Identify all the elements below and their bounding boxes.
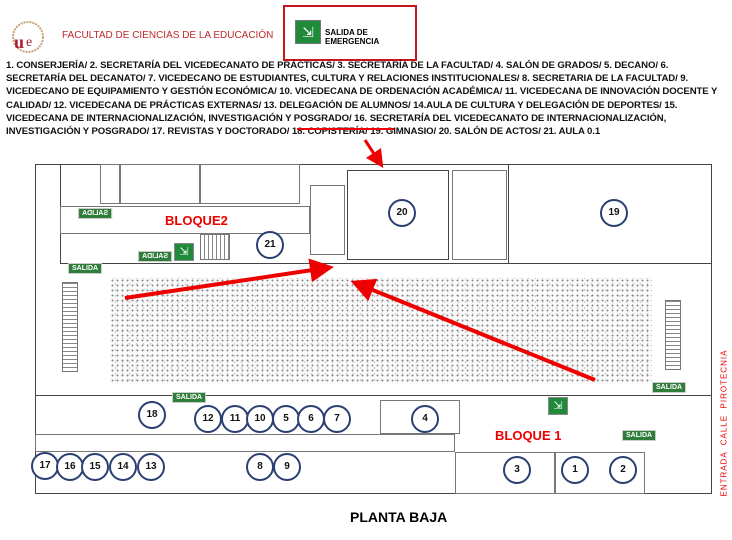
legend-label: SALIDA DE EMERGENCIA [325, 28, 380, 46]
room-20-outline [347, 170, 449, 260]
exit-sign: SALIDA [622, 430, 657, 441]
room-list-end: / 21. AULA 0.1 [538, 126, 601, 138]
svg-text:u: u [14, 32, 24, 52]
stairs [62, 282, 78, 372]
room-9[interactable]: 9 [273, 453, 301, 481]
room-outline [310, 185, 345, 255]
room-6[interactable]: 6 [297, 405, 325, 433]
room-3[interactable]: 3 [503, 456, 531, 484]
highlight-room: 20. SALÓN DE ACTOS [438, 126, 539, 138]
exit-sign: SALIDA [68, 263, 103, 274]
room-7[interactable]: 7 [323, 405, 351, 433]
university-logo: u e [12, 21, 44, 53]
faculty-name: FACULTAD DE CIENCIAS DE LA EDUCACIÓN [62, 30, 274, 41]
room-14[interactable]: 14 [109, 453, 137, 481]
corridor [35, 434, 455, 452]
room-outline [120, 164, 200, 204]
highlight-underline [297, 128, 394, 130]
emergency-exit-icon: ⇲ [174, 243, 194, 261]
svg-text:e: e [26, 35, 32, 50]
street-entrance-label: ENTRADA CALLE PIROTECNIA [719, 349, 729, 497]
room-outline [380, 400, 460, 434]
room-outline [555, 452, 645, 494]
exit-sign: SALIDA [652, 382, 687, 393]
room-17[interactable]: 17 [31, 452, 59, 480]
room-8[interactable]: 8 [246, 453, 274, 481]
exit-sign: SALIDA [172, 392, 207, 403]
bloque2-label: BLOQUE2 [165, 213, 228, 228]
room-21[interactable]: 21 [256, 231, 284, 259]
room-19-outline [508, 164, 712, 264]
room-4[interactable]: 4 [411, 405, 439, 433]
room-16[interactable]: 16 [56, 453, 84, 481]
room-18[interactable]: 18 [138, 401, 166, 429]
arrow [363, 139, 384, 169]
room-1[interactable]: 1 [561, 456, 589, 484]
room-outline [100, 164, 120, 204]
stairs [665, 300, 681, 370]
emergency-exit-icon: ⇲ [295, 20, 321, 44]
arrow [350, 278, 596, 382]
room-outline [452, 170, 507, 260]
room-13[interactable]: 13 [137, 453, 165, 481]
room-2[interactable]: 2 [609, 456, 637, 484]
arrow [124, 258, 334, 300]
corridor [60, 206, 310, 234]
room-20[interactable]: 20 [388, 199, 416, 227]
room-outline [455, 452, 555, 494]
plan-title: PLANTA BAJA [350, 509, 448, 525]
room-list: 1. CONSERJERÍA/ 2. SECRETARÍA DEL VICEDE… [6, 60, 718, 138]
room-19[interactable]: 19 [600, 199, 628, 227]
room-15[interactable]: 15 [81, 453, 109, 481]
emergency-exit-icon: ⇲ [548, 397, 568, 415]
bloque1-label: BLOQUE 1 [495, 428, 562, 443]
stairs [200, 234, 230, 260]
room-legend-text: 1. CONSERJERÍA/ 2. SECRETARÍA DEL VICEDE… [6, 59, 731, 138]
room-outline [200, 164, 300, 204]
legend-box: ⇲ SALIDA DE EMERGENCIA [283, 5, 417, 61]
